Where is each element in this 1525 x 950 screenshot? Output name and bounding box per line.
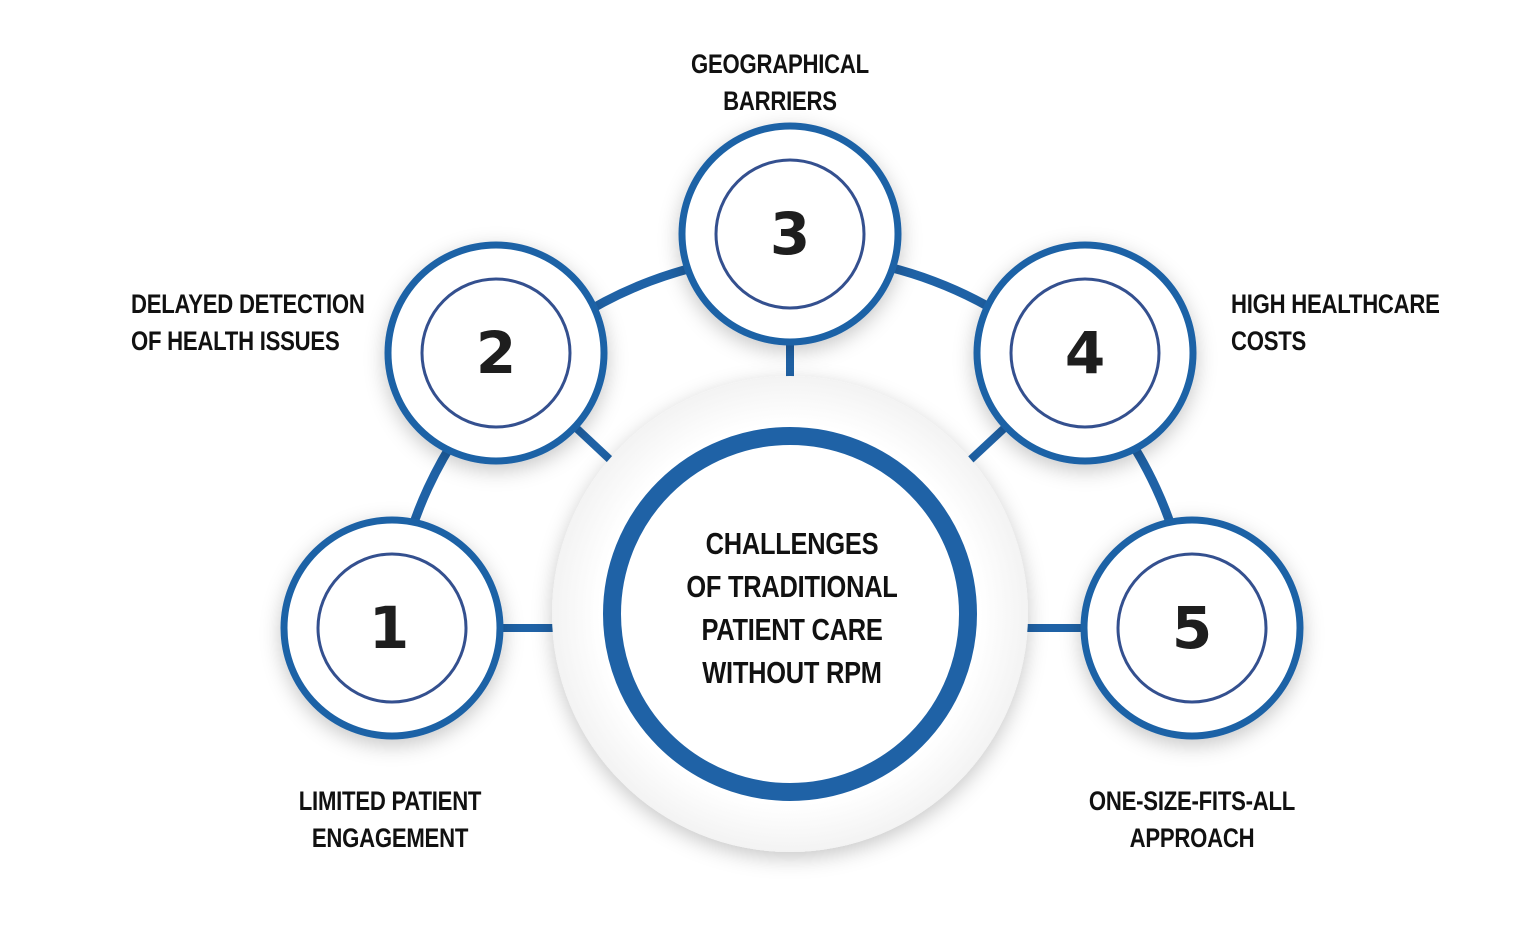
node-2-number: 2 (476, 319, 516, 387)
node-5-label-line: APPROACH (1129, 823, 1255, 853)
node-1 (280, 516, 504, 740)
node-3-number: 3 (770, 200, 810, 268)
node-2-label: DELAYED DETECTION OF HEALTH ISSUES (131, 286, 365, 360)
node-3-label: GEOGRAPHICAL BARRIERS (682, 46, 879, 120)
node-4-number: 4 (1065, 319, 1105, 387)
node-1-number: 1 (369, 594, 409, 662)
node-4-label: HIGH HEALTHCARE COSTS (1231, 286, 1440, 360)
center-title-line: CHALLENGES (705, 526, 879, 561)
node-1-label-line: LIMITED PATIENT (298, 786, 482, 816)
node-5-number: 5 (1172, 594, 1212, 662)
node-5 (1080, 516, 1304, 740)
node-3-label-line: GEOGRAPHICAL (691, 49, 869, 79)
node-3 (678, 122, 902, 346)
node-5-label: ONE-SIZE-FITS-ALL APPROACH (1084, 783, 1300, 857)
node-5-label-line: ONE-SIZE-FITS-ALL (1088, 786, 1296, 816)
node-1-label-line: ENGAGEMENT (311, 823, 469, 853)
center-title: CHALLENGES OF TRADITIONAL PATIENT CARE W… (634, 522, 950, 694)
center-hub (552, 376, 1028, 852)
node-3-label-line: BARRIERS (723, 86, 837, 116)
node-4-label-line: HIGH HEALTHCARE (1231, 289, 1440, 319)
center-title-line: PATIENT CARE (701, 612, 883, 647)
node-2 (384, 241, 608, 465)
node-4 (973, 241, 1197, 465)
center-title-line: OF TRADITIONAL (686, 569, 898, 604)
node-2-label-line: OF HEALTH ISSUES (131, 326, 340, 356)
node-2-label-line: DELAYED DETECTION (131, 289, 365, 319)
node-1-label: LIMITED PATIENT ENGAGEMENT (292, 783, 489, 857)
center-title-line: WITHOUT RPM (702, 655, 882, 690)
node-4-label-line: COSTS (1231, 326, 1307, 356)
